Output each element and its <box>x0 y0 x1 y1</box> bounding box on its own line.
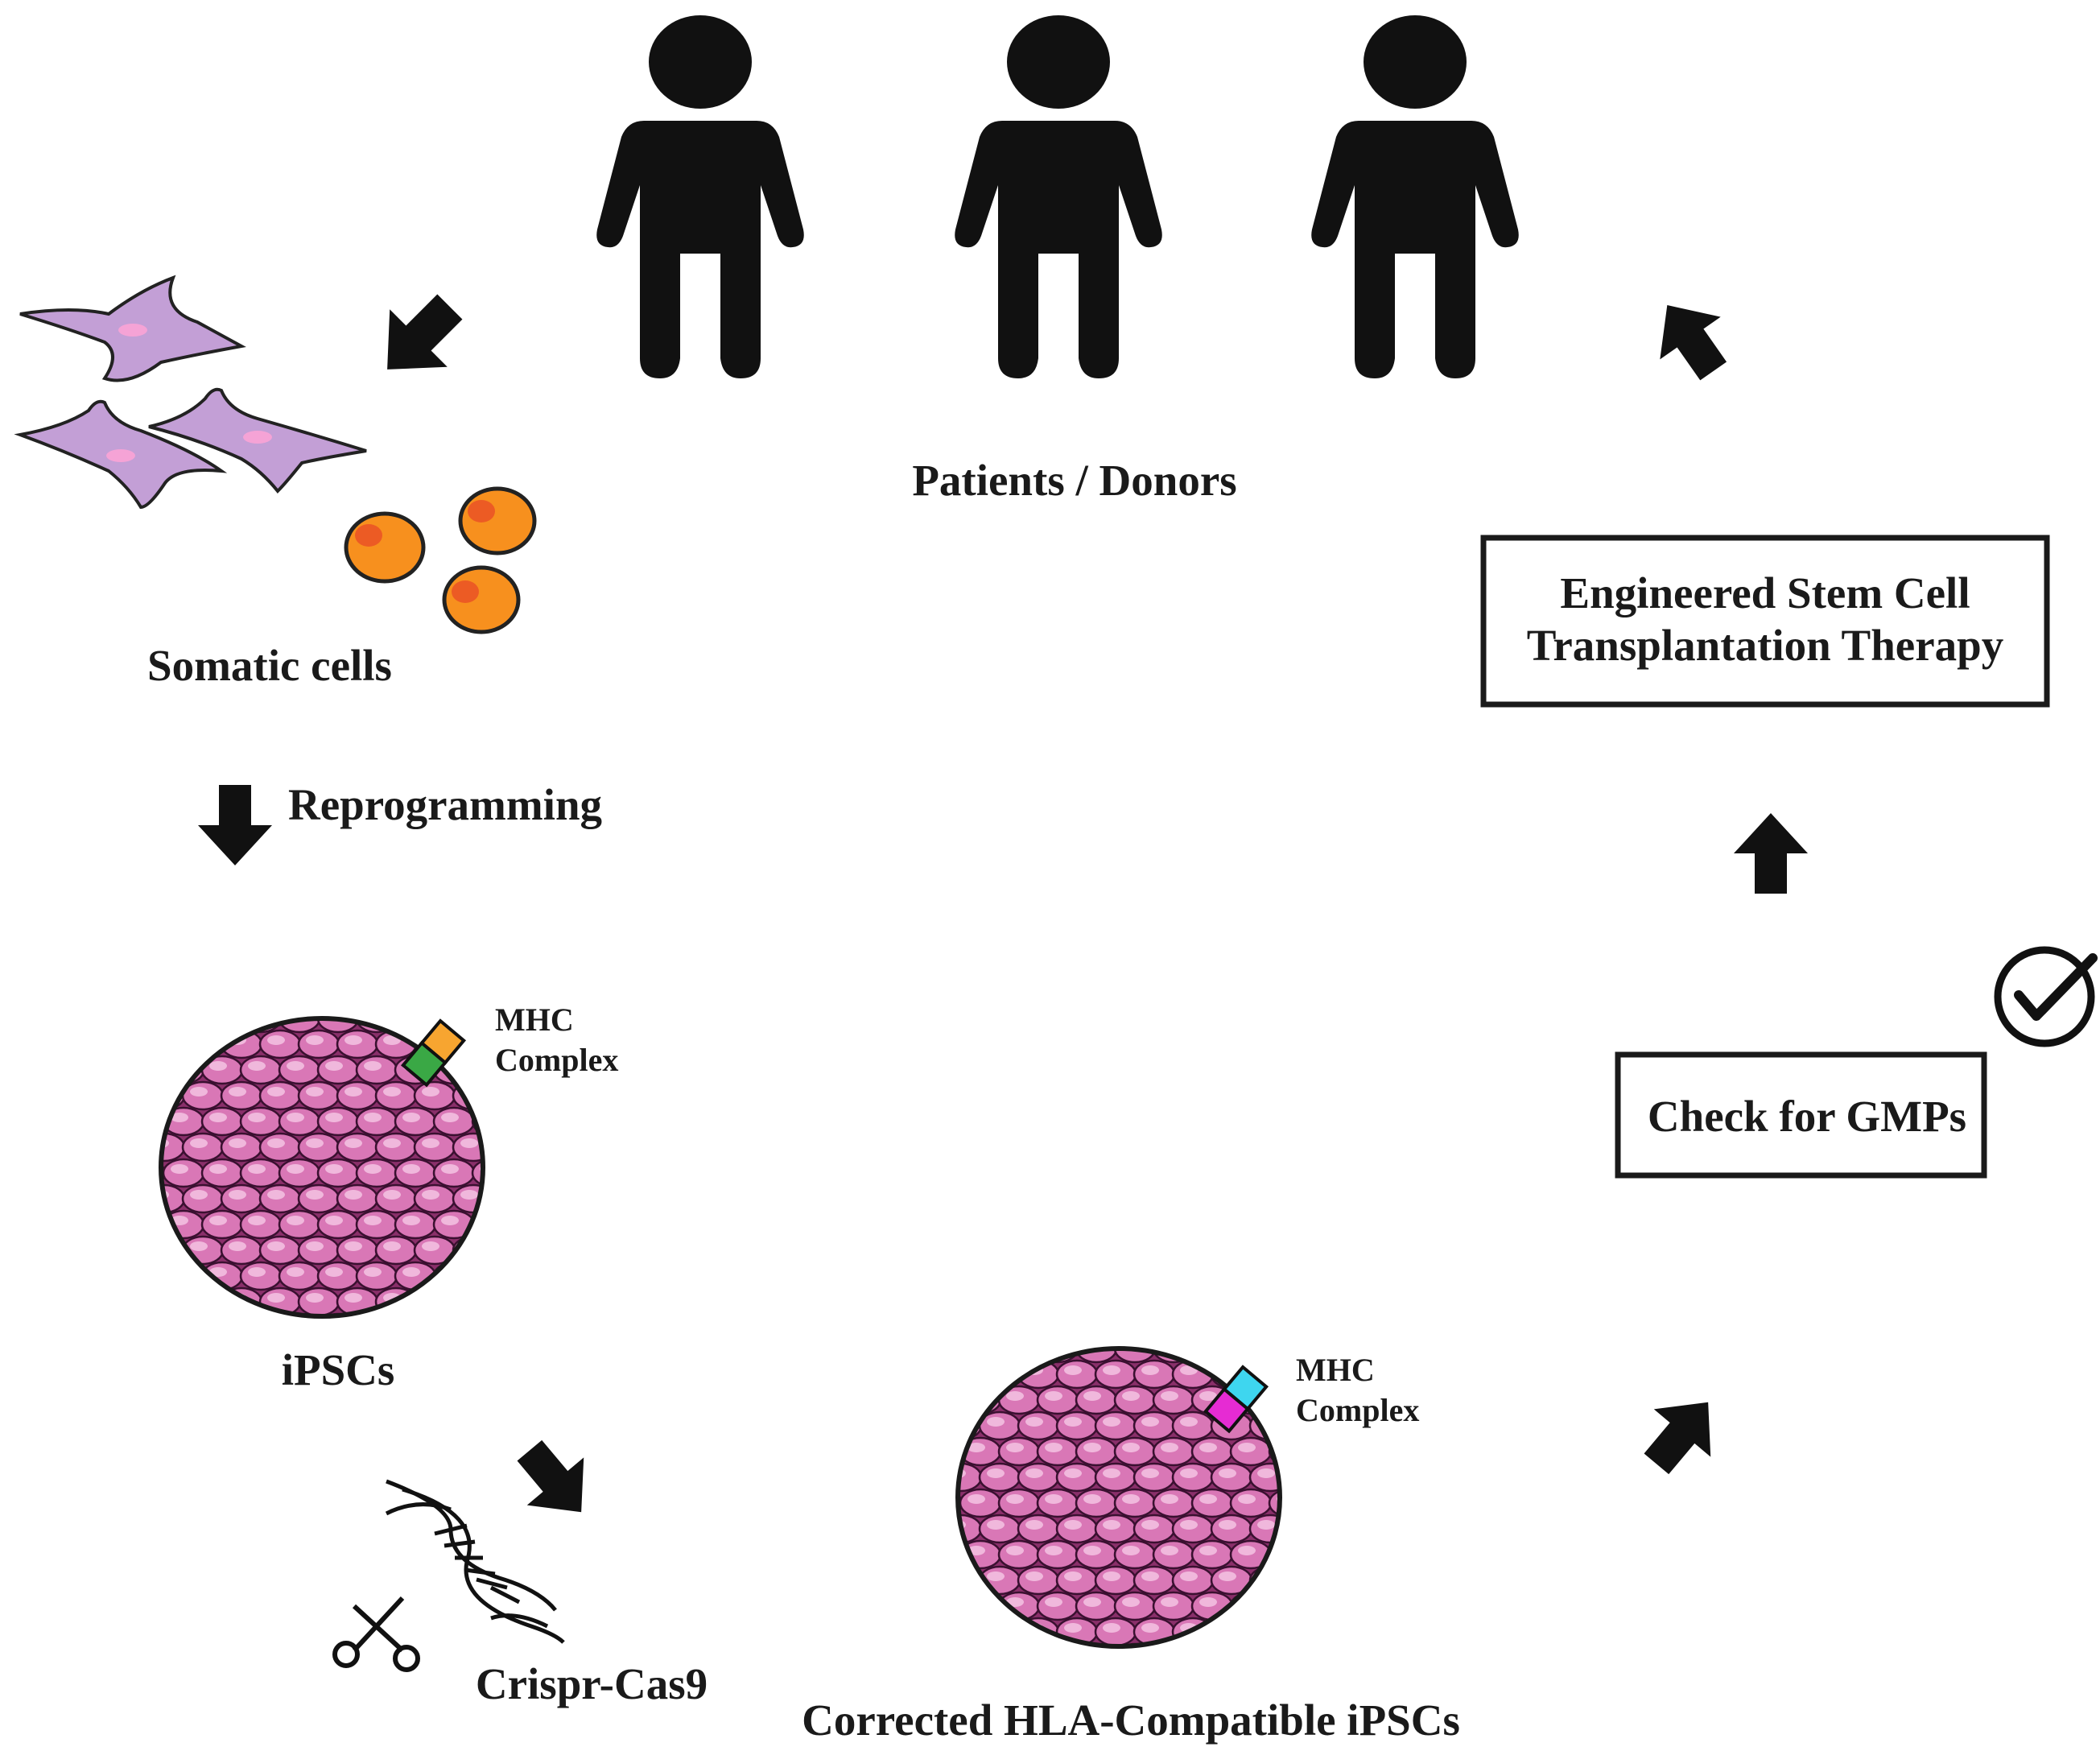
therapy-label-line2: Transplantation Therapy <box>1527 621 2003 670</box>
checkmark-icon <box>1994 946 2098 1047</box>
fibroblast-cell-icon <box>148 387 367 494</box>
mhc-complex-icon <box>1203 1365 1269 1434</box>
patients-group <box>596 15 1519 378</box>
fibroblast-cell-icon <box>14 399 228 510</box>
somatic-label: Somatic cells <box>147 641 392 690</box>
cell-colony-icon <box>159 1016 485 1319</box>
therapy-box <box>1480 535 2050 708</box>
mhc-label-line1: MHC <box>495 1002 574 1038</box>
arrow-icon <box>1734 813 1808 894</box>
gmp-box <box>1615 1051 1987 1179</box>
round-cell-icon <box>458 486 537 555</box>
corrected-label: Corrected HLA-Compatible iPSCs <box>802 1695 1460 1745</box>
patients-label: Patients / Donors <box>912 456 1236 505</box>
reprogramming-label: Reprogramming <box>288 780 602 829</box>
somatic-cells-group <box>14 275 537 634</box>
gmp-label: Check for GMPs <box>1648 1092 1966 1141</box>
arrow-icon <box>198 785 272 865</box>
arrow-icon <box>358 278 479 399</box>
round-cell-icon <box>442 565 521 634</box>
arrow-icon <box>1636 283 1744 393</box>
person-icon <box>1311 15 1519 378</box>
person-icon <box>596 15 804 378</box>
fibroblast-cell-icon <box>19 275 246 382</box>
scissors-icon <box>332 1596 420 1672</box>
arrow-icon <box>501 1427 610 1536</box>
arrow-icon <box>1628 1378 1737 1488</box>
therapy-label-line1: Engineered Stem Cell <box>1560 568 1970 617</box>
mhc-label-line1: MHC <box>1296 1352 1375 1388</box>
crispr-label: Crispr-Cas9 <box>476 1659 708 1708</box>
round-cell-icon <box>344 511 426 584</box>
dna-helix-icon <box>385 1479 565 1644</box>
mhc-complex-icon <box>401 1018 467 1088</box>
mhc-label-line2: Complex <box>495 1042 618 1078</box>
person-icon <box>955 15 1162 378</box>
ipscs-label: iPSCs <box>282 1345 395 1394</box>
mhc-label-line2: Complex <box>1296 1392 1419 1428</box>
